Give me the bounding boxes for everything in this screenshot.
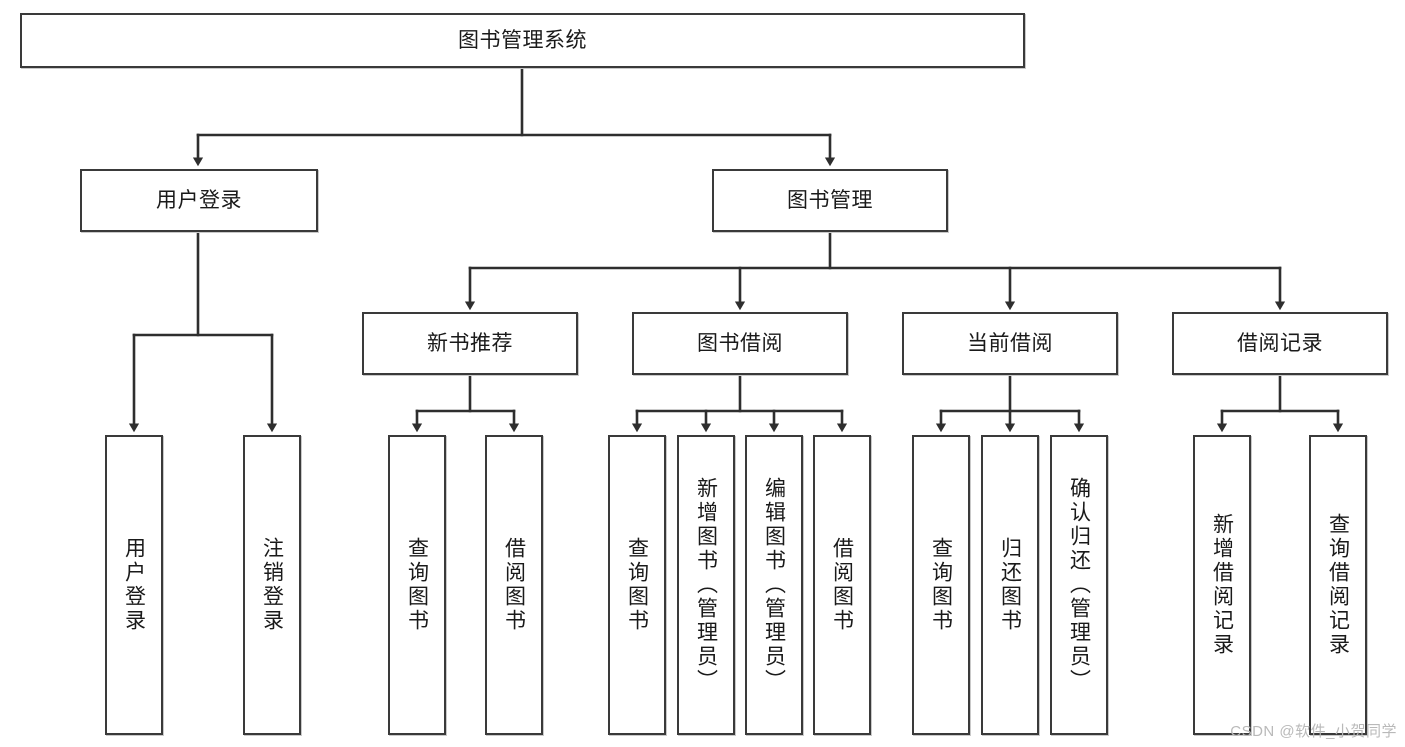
node-current-borrow[interactable]: 当前借阅 (902, 312, 1118, 375)
leaf-borrow-record-add[interactable]: 新增借阅记录 (1193, 435, 1251, 735)
node-new-book-recommend-label: 新书推荐 (427, 331, 513, 355)
node-current-borrow-label: 当前借阅 (967, 331, 1053, 355)
leaf-label: 借阅图书 (502, 537, 526, 633)
leaf-current-borrow-return[interactable]: 归还图书 (981, 435, 1039, 735)
node-borrow-record[interactable]: 借阅记录 (1172, 312, 1388, 375)
node-book-borrow[interactable]: 图书借阅 (632, 312, 848, 375)
leaf-label: 查询图书 (405, 537, 429, 633)
node-borrow-record-label: 借阅记录 (1237, 331, 1323, 355)
leaf-label: 新增图书（管理员） (694, 477, 718, 693)
leaf-label: 用户登录 (122, 537, 146, 633)
leaf-label: 借阅图书 (830, 537, 854, 633)
leaf-current-borrow-confirm[interactable]: 确认归还（管理员） (1050, 435, 1108, 735)
node-root[interactable]: 图书管理系统 (20, 13, 1025, 68)
leaf-book-borrow-edit[interactable]: 编辑图书（管理员） (745, 435, 803, 735)
leaf-book-borrow-borrow[interactable]: 借阅图书 (813, 435, 871, 735)
node-book-borrow-label: 图书借阅 (697, 331, 783, 355)
node-user-login[interactable]: 用户登录 (80, 169, 318, 232)
node-book-management-label: 图书管理 (787, 188, 873, 212)
leaf-user-login-login[interactable]: 用户登录 (105, 435, 163, 735)
leaf-label: 查询图书 (625, 537, 649, 633)
leaf-label: 新增借阅记录 (1210, 513, 1234, 657)
leaf-borrow-record-query[interactable]: 查询借阅记录 (1309, 435, 1367, 735)
leaf-label: 查询图书 (929, 537, 953, 633)
leaf-label: 确认归还（管理员） (1067, 477, 1091, 693)
leaf-book-borrow-add[interactable]: 新增图书（管理员） (677, 435, 735, 735)
node-book-management[interactable]: 图书管理 (712, 169, 948, 232)
leaf-label: 注销登录 (260, 537, 284, 633)
node-user-login-label: 用户登录 (156, 188, 242, 212)
node-new-book-recommend[interactable]: 新书推荐 (362, 312, 578, 375)
node-root-label: 图书管理系统 (458, 28, 587, 52)
leaf-new-book-borrow[interactable]: 借阅图书 (485, 435, 543, 735)
leaf-book-borrow-query[interactable]: 查询图书 (608, 435, 666, 735)
leaf-label: 编辑图书（管理员） (762, 477, 786, 693)
leaf-label: 查询借阅记录 (1326, 513, 1350, 657)
leaf-label: 归还图书 (998, 537, 1022, 633)
leaf-user-login-logout[interactable]: 注销登录 (243, 435, 301, 735)
leaf-current-borrow-query[interactable]: 查询图书 (912, 435, 970, 735)
leaf-new-book-query[interactable]: 查询图书 (388, 435, 446, 735)
